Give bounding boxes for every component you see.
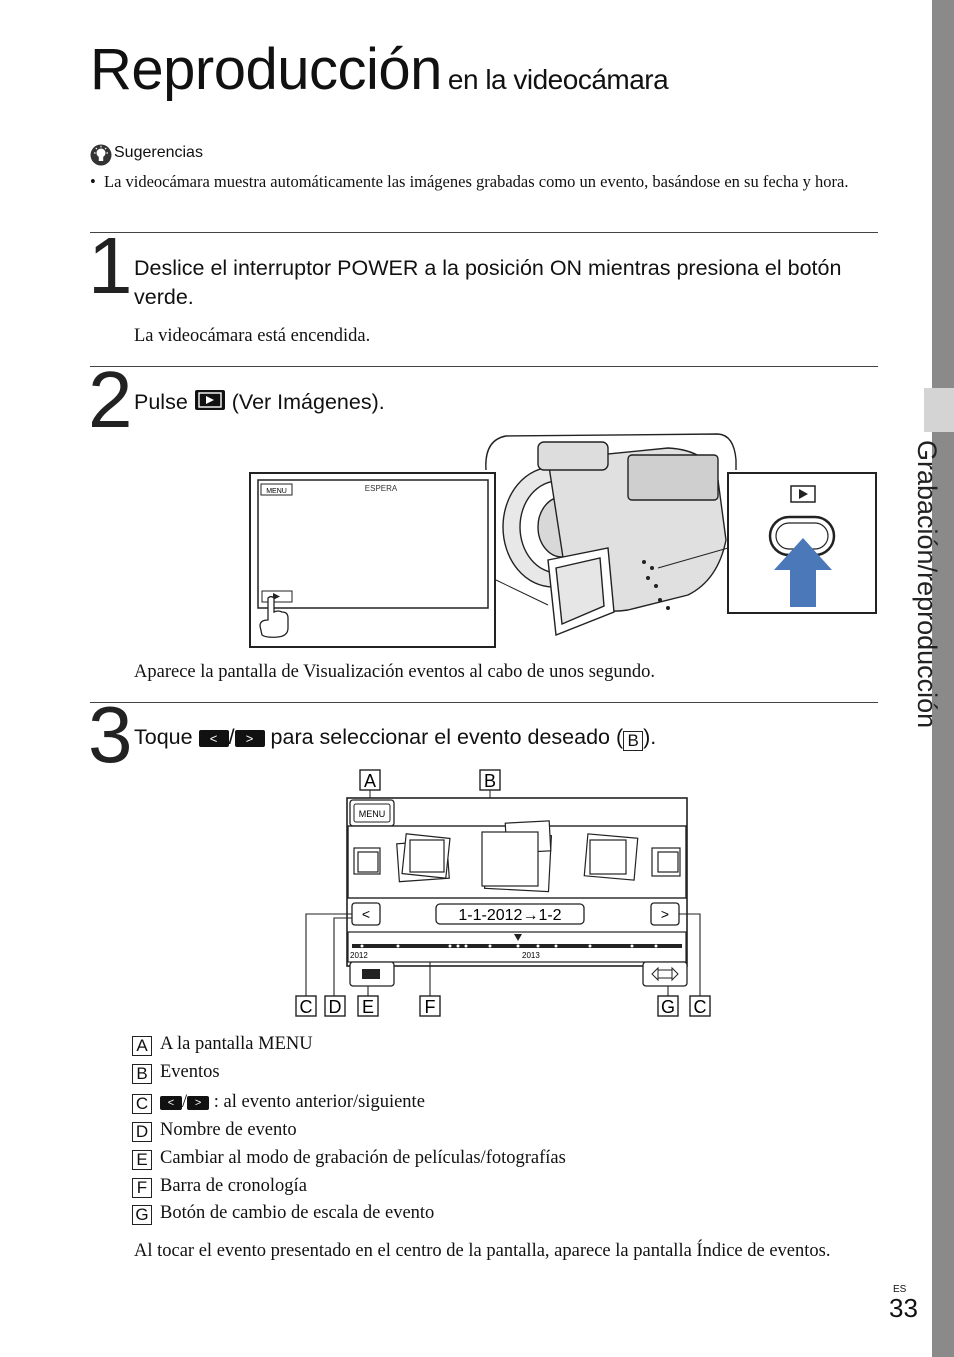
timeline-markers <box>360 944 658 948</box>
next-event-button: > <box>661 906 669 922</box>
camera-illustration: MENU ESPERA <box>249 433 877 648</box>
press-arrow-icon <box>774 538 832 607</box>
step-heading-post: (Ver Imágenes). <box>231 390 385 414</box>
legend-text: Nombre de evento <box>160 1120 297 1140</box>
callout-e: E <box>362 997 374 1017</box>
event-view-diagram: A B MENU < > 1-1-2012→1-2 2012 2013 <box>295 769 711 1017</box>
legend-item: C</> : al evento anterior/siguiente <box>132 1088 425 1116</box>
ref-box: B <box>623 731 644 751</box>
step-heading-mid: para seleccionar el evento deseado ( <box>270 725 624 749</box>
step-heading: Pulse (Ver Imágenes). <box>134 388 385 417</box>
legend-key: D <box>132 1122 152 1142</box>
divider <box>90 702 878 703</box>
legend-key: G <box>132 1205 152 1225</box>
legend-text: Cambiar al modo de grabación de película… <box>160 1148 566 1168</box>
section-title: Grabación/reproducción <box>912 440 942 729</box>
page-lang: ES <box>893 1284 907 1295</box>
divider <box>90 366 878 367</box>
legend-item: G Botón de cambio de escala de evento <box>132 1199 434 1227</box>
legend-key: E <box>132 1150 152 1170</box>
power-button-callout <box>727 472 877 614</box>
step-body: Aparece la pantalla de Visualización eve… <box>134 662 655 682</box>
prev-event-icon: < <box>198 730 229 747</box>
callout-g: G <box>661 997 675 1017</box>
callout-d: D <box>329 997 342 1017</box>
tips-label: Sugerencias <box>114 144 203 161</box>
legend-text: Barra de cronología <box>160 1176 307 1196</box>
play-button-icon <box>194 390 225 410</box>
title-sub: en la videocámara <box>447 64 669 95</box>
footer-note: Al tocar el evento presentado en el cent… <box>134 1241 831 1261</box>
callout-c: C <box>300 997 313 1017</box>
tips-text: La videocámara muestra automáticamente l… <box>104 172 849 191</box>
event-menu-button: MENU <box>359 809 386 819</box>
legend-key: C <box>132 1094 152 1114</box>
side-bar <box>932 0 954 1357</box>
step-body: La videocámara está encendida. <box>134 326 371 346</box>
callout-f: F <box>425 997 436 1017</box>
page-number: 33 <box>889 1293 918 1323</box>
divider <box>90 232 878 233</box>
camcorder <box>485 433 737 636</box>
legend-item: A A la pantalla MENU <box>132 1030 313 1058</box>
step-heading-pre: Pulse <box>134 390 188 414</box>
legend-key: A <box>132 1036 152 1056</box>
lcd-status: ESPERA <box>365 484 398 493</box>
lightbulb-icon <box>90 144 112 166</box>
legend-key: F <box>132 1178 152 1198</box>
step-heading: Toque </> para seleccionar el evento des… <box>134 725 657 751</box>
legend-text: Eventos <box>160 1062 220 1082</box>
legend-item: F Barra de cronología <box>132 1172 307 1200</box>
title-main: Reproducción <box>90 37 442 102</box>
callout-a: A <box>364 771 376 791</box>
timeline-label-start: 2012 <box>350 951 368 960</box>
step-heading-post: ). <box>643 725 657 749</box>
next-event-icon: > <box>187 1096 210 1110</box>
prev-event-button: < <box>362 906 370 922</box>
step-number: 2 <box>88 355 133 444</box>
callout-c2: C <box>694 997 707 1017</box>
legend-item: D Nombre de evento <box>132 1116 297 1144</box>
lcd-menu-label: MENU <box>266 488 287 495</box>
prev-event-icon: < <box>160 1096 182 1110</box>
legend-item: E Cambiar al modo de grabación de películ… <box>132 1144 566 1172</box>
bullet-dot: • <box>90 172 96 191</box>
legend-item: B Eventos <box>132 1058 220 1086</box>
section-tab <box>924 388 954 432</box>
legend-text: Botón de cambio de escala de evento <box>160 1203 435 1223</box>
step-number: 3 <box>88 690 133 779</box>
event-name: 1-1-2012→1-2 <box>458 907 561 924</box>
legend-text: : al evento anterior/siguiente <box>213 1092 425 1112</box>
callout-b: B <box>484 771 496 791</box>
legend-text: A la pantalla MENU <box>160 1034 313 1054</box>
step-heading: Deslice el interruptor POWER a la posici… <box>134 256 842 309</box>
step-heading-pre: Toque <box>134 725 193 749</box>
step-number: 1 <box>88 221 133 310</box>
event-thumbnails <box>353 820 681 893</box>
legend-key: B <box>132 1064 152 1084</box>
next-event-icon: > <box>234 730 265 747</box>
timeline-label-end: 2013 <box>522 951 540 960</box>
lcd-screen: MENU ESPERA <box>249 472 549 648</box>
